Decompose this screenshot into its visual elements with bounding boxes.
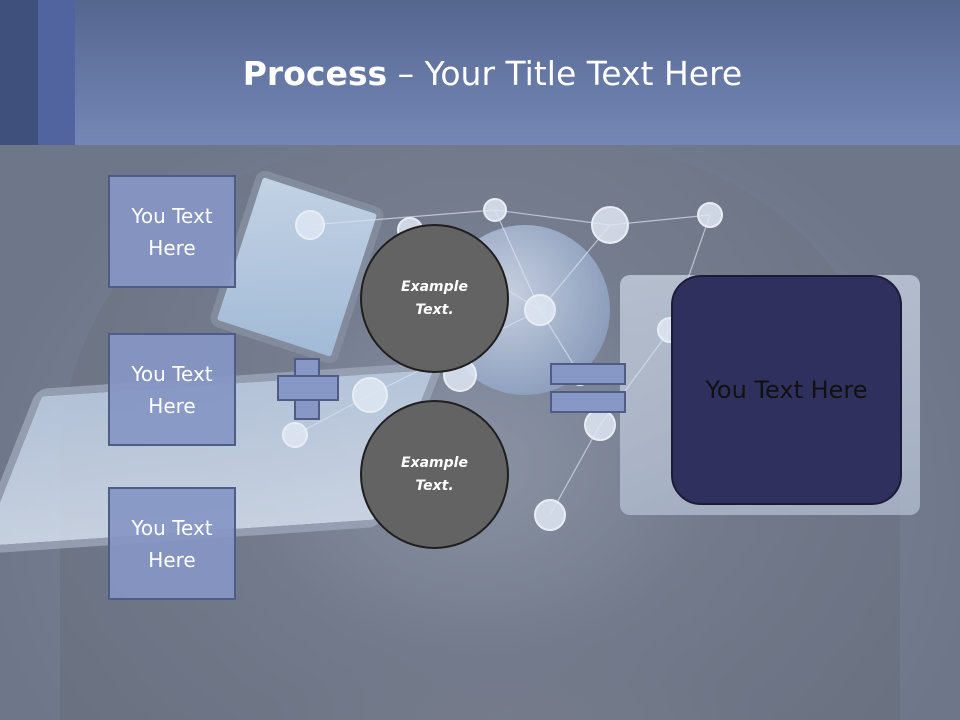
left-text-box-3-label: You Text Here: [131, 515, 213, 572]
left-text-box-1[interactable]: You Text Here: [108, 175, 236, 288]
left-text-box-2[interactable]: You Text Here: [108, 333, 236, 446]
example-circle-1-label: Example Text.: [401, 278, 468, 318]
result-text-box-label: You Text Here: [705, 376, 868, 404]
slide-title[interactable]: Process – Your Title Text Here: [0, 52, 960, 96]
result-text-box[interactable]: You Text Here: [671, 275, 902, 505]
left-text-box-2-label: You Text Here: [131, 361, 213, 418]
equals-sign-top: [550, 363, 626, 385]
plus-sign-center: [296, 377, 318, 399]
header-stripe-dark: [0, 0, 38, 145]
header-band: [0, 0, 960, 145]
slide-title-bold: Process: [242, 54, 388, 93]
left-text-box-1-label: You Text Here: [131, 203, 213, 260]
left-text-box-3[interactable]: You Text Here: [108, 487, 236, 600]
header-stripe-mid: [38, 0, 75, 145]
example-circle-2-label: Example Text.: [401, 454, 468, 494]
example-circle-1[interactable]: Example Text.: [360, 224, 509, 373]
equals-sign-bottom: [550, 391, 626, 413]
example-circle-2[interactable]: Example Text.: [360, 400, 509, 549]
slide-title-rest: – Your Title Text Here: [387, 54, 743, 93]
